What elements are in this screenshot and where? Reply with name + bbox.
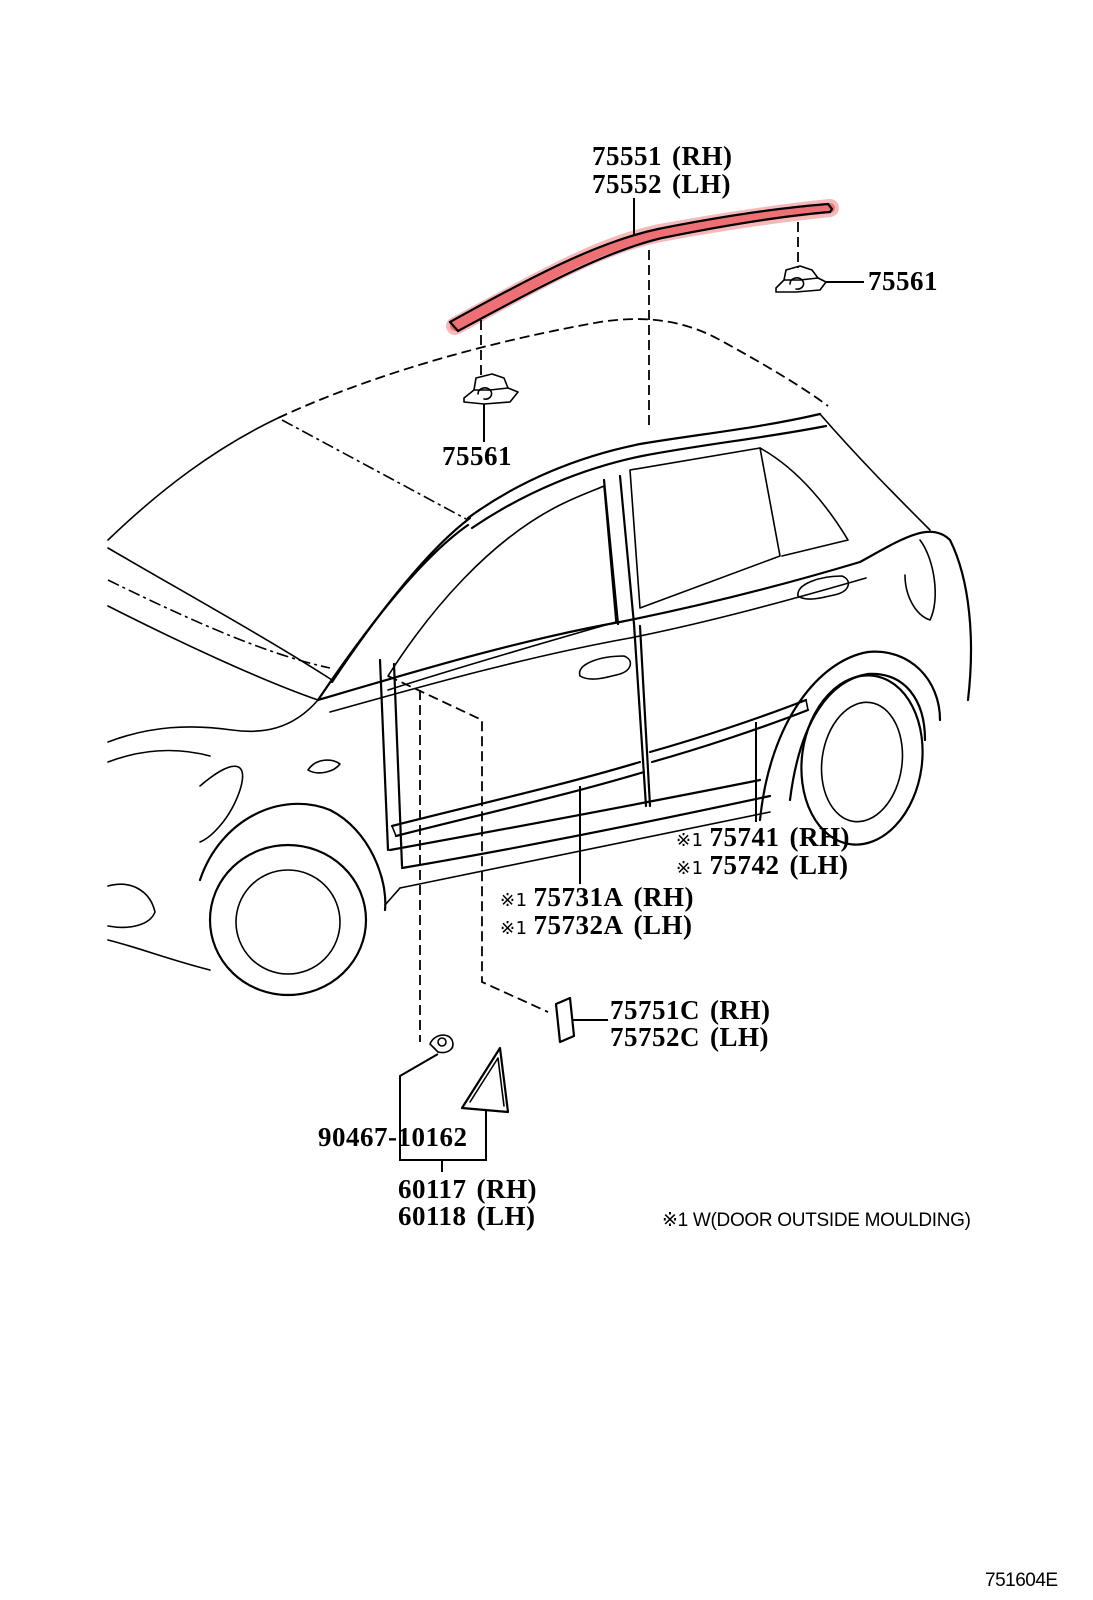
side-suffix: (LH): [789, 850, 849, 880]
note-mark: ※1: [500, 918, 528, 939]
side-suffix: (RH): [476, 1174, 537, 1204]
side-suffix: (LH): [710, 1022, 769, 1052]
label-clip-cover: 90467-10162: [318, 1122, 468, 1152]
label-emblem-rh: 75751C (RH): [610, 997, 770, 1024]
side-suffix: (RH): [672, 141, 733, 171]
part-number: 60118: [398, 1201, 467, 1231]
part-number: 75552: [592, 169, 662, 199]
note-mark: ※1: [676, 830, 704, 851]
roof-moulding-part[interactable]: [448, 202, 834, 333]
footnote: ※1 W(DOOR OUTSIDE MOULDING): [662, 1210, 971, 1231]
part-number: 75732A: [533, 910, 624, 940]
side-suffix: (RH): [633, 882, 695, 912]
clip-rear-drawing: [775, 265, 864, 293]
rear-door-moulding-drawing: [648, 698, 810, 822]
label-mirror-cover-lh: 60118 (LH): [398, 1203, 536, 1230]
emblem-drawing: [554, 996, 576, 1044]
note-mark: ※1: [676, 858, 704, 879]
roof-moulding-leader: [480, 198, 799, 430]
part-number: 75731A: [533, 882, 624, 912]
side-suffix: (LH): [476, 1201, 536, 1231]
note-mark: ※1: [500, 890, 528, 911]
label-roof-moulding-rh: 75551 (RH): [592, 143, 732, 170]
clip-front-drawing: [463, 373, 519, 442]
front-door-moulding-drawing: [390, 760, 646, 884]
side-suffix: (LH): [672, 169, 731, 199]
part-number: 60117: [398, 1174, 467, 1204]
mirror-cover-drawing: [399, 1034, 510, 1172]
label-clip-rear: 75561: [868, 266, 938, 296]
side-suffix: (RH): [710, 995, 771, 1025]
drawing-id: 751604E: [985, 1570, 1058, 1591]
label-mirror-cover-rh: 60117 (RH): [398, 1176, 537, 1203]
emblem-leader: [387, 675, 608, 1042]
car-body-outline: [107, 318, 973, 997]
part-number: 75751C: [610, 995, 700, 1025]
part-number: 75752C: [610, 1022, 700, 1052]
part-number: 75741: [709, 822, 780, 852]
label-roof-moulding-lh: 75552 (LH): [592, 171, 731, 198]
part-number: 75742: [709, 850, 780, 880]
side-suffix: (LH): [633, 910, 693, 940]
label-clip-front: 75561: [442, 441, 512, 471]
label-emblem-lh: 75752C (LH): [610, 1024, 769, 1051]
roof-moulding-highlight[interactable]: [446, 199, 839, 335]
part-number: 75551: [592, 141, 662, 171]
side-suffix: (RH): [789, 822, 851, 852]
